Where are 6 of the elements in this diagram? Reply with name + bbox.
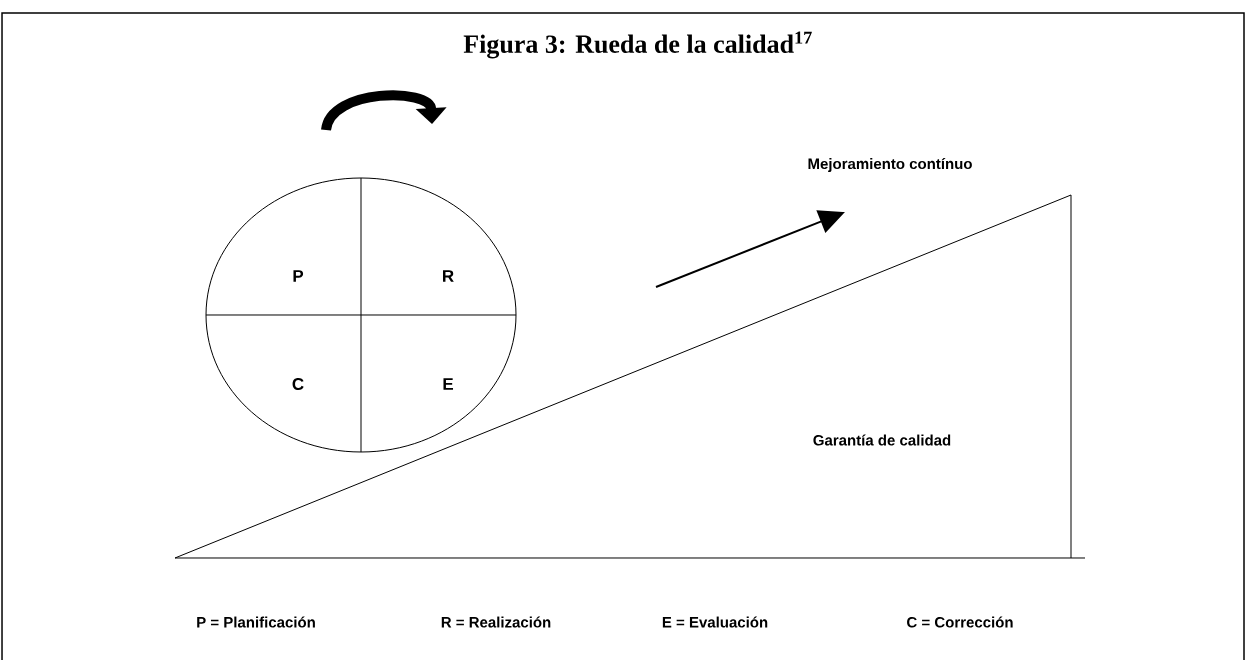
arrow-label: Mejoramiento contínuo xyxy=(808,157,972,173)
title: Figura 3: Rueda de la calidad$^{17}$ xyxy=(463,31,812,59)
legend-text: E = Evaluación xyxy=(662,616,768,628)
legend-text: R = Realización xyxy=(441,616,551,628)
legend-text: P = Planificación xyxy=(197,616,315,628)
legend-text: C = Corrección xyxy=(907,616,1013,628)
